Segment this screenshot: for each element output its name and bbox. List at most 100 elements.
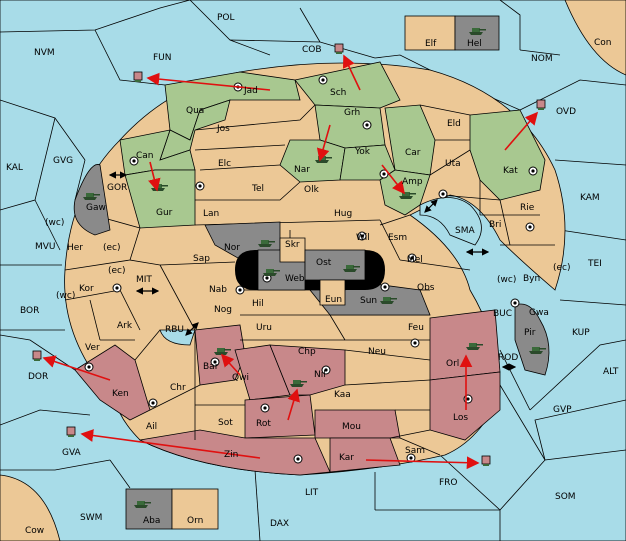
label-Eld: Eld [447,119,461,129]
label-LIT: LIT [305,488,319,498]
label-GOR: GOR [107,183,127,193]
label-Bri: Bri [489,220,501,230]
label-Qwi: Qwi [232,373,249,383]
label-KAL: KAL [6,163,23,173]
label-Neu: Neu [368,347,386,357]
label-Yok: Yok [354,147,371,157]
label-RBU: RBU [165,325,184,335]
label-TEI: TEI [587,259,602,269]
label-Nab: Nab [209,285,227,295]
label-Mou: Mou [342,422,361,432]
label-Can: Can [136,151,154,161]
label-Chr: Chr [170,383,186,393]
coast-ec-Kor: (ec) [108,266,126,276]
label-Ken: Ken [112,389,129,399]
region-Los-shape[interactable] [429,371,501,441]
label-SOM: SOM [555,492,576,502]
label-Nor: Nor [224,243,240,253]
region-Rot-shape[interactable] [244,394,316,439]
label-ALT: ALT [603,367,619,377]
label-KUP: KUP [572,328,590,338]
label-NOM: NOM [531,54,553,64]
region-Eun-shape[interactable] [319,279,346,306]
coast-ec-Her: (ec) [103,243,121,253]
coast-labels: (wc) (ec) (ec) (wc) (wc) (ec) [45,218,571,301]
label-Nog: Nog [214,305,232,315]
label-Orl: Orl [446,359,459,369]
label-Mel: Mel [407,255,423,265]
label-Rot: Rot [256,419,271,429]
label-Gur: Gur [156,208,173,218]
label-Qua: Qua [186,106,204,116]
region-Orn[interactable] [171,488,219,530]
region-Orl-shape[interactable] [429,309,501,381]
label-SWM: SWM [80,513,102,523]
region-Nil-shape[interactable] [269,344,346,396]
label-FRO: FRO [439,478,458,488]
label-POL: POL [217,13,235,23]
label-Sap: Sap [193,254,210,264]
region-Ost-shape[interactable] [304,249,366,281]
label-Bar: Bar [203,362,219,372]
label-Jos: Jos [216,124,230,134]
label-GVP: GVP [553,405,572,415]
label-Uta: Uta [445,159,461,169]
region-Aba[interactable] [125,488,173,530]
label-Olk: Olk [304,185,320,195]
label-Kor: Kor [79,284,94,294]
coast-wc-Byn: (wc) [497,275,516,285]
label-GVG: GVG [53,156,73,166]
label-Elf: Elf [425,39,437,49]
label-SMA: SMA [455,226,475,236]
label-MVU: MVU [35,242,56,252]
label-Hug: Hug [334,209,352,219]
region-Elf[interactable] [404,15,456,51]
label-Kar: Kar [339,453,354,463]
label-Feu: Feu [408,323,424,333]
label-Car: Car [405,148,421,158]
region-Zin-shape[interactable] [138,429,331,476]
label-Elc: Elc [218,159,231,169]
label-Web: Web [285,274,305,284]
move-arrows [42,54,539,470]
region-Kat-shape[interactable] [469,109,546,201]
region-Pir-shape[interactable] [514,303,550,376]
label-Eun: Eun [325,295,342,305]
label-Tel: Tel [251,184,264,194]
label-DOR: DOR [28,372,48,382]
label-ROD: ROD [498,353,518,363]
label-Hil: Hil [252,299,264,309]
label-Ail: Ail [146,422,157,432]
label-Sch: Sch [330,88,346,98]
label-Esm: Esm [388,233,407,243]
coast-wc-Kor: (wc) [56,291,75,301]
region-labels: POL NVM FUN COB NOM Con Elf Hel OVD KAL … [6,13,619,536]
crossing-arrows [108,171,517,371]
label-Hel: Hel [467,39,482,49]
label-BUC: BUC [493,309,512,319]
label-Nil: Nil [314,370,326,380]
label-Her: Her [67,243,83,253]
region-Kar-shape[interactable] [329,437,401,473]
label-Wil: Wil [356,233,370,243]
label-DAX: DAX [270,519,289,529]
label-Amp: Amp [402,177,423,187]
label-NVM: NVM [34,48,55,58]
label-Sot: Sot [218,418,233,428]
label-Lan: Lan [203,209,219,219]
label-COB: COB [302,45,322,55]
label-Rie: Rie [520,203,535,213]
label-BOR: BOR [20,306,39,316]
label-GVA: GVA [62,448,82,458]
region-Gur-shape[interactable] [124,169,196,229]
label-Ark: Ark [117,321,133,331]
label-KAM: KAM [580,193,600,203]
label-Uru: Uru [256,323,272,333]
label-Orn: Orn [187,516,203,526]
region-Sch-shape[interactable] [294,61,401,109]
label-MIT: MIT [136,275,152,285]
label-Nar: Nar [294,165,310,175]
region-Car-shape[interactable] [384,104,436,176]
label-Los: Los [453,413,468,423]
